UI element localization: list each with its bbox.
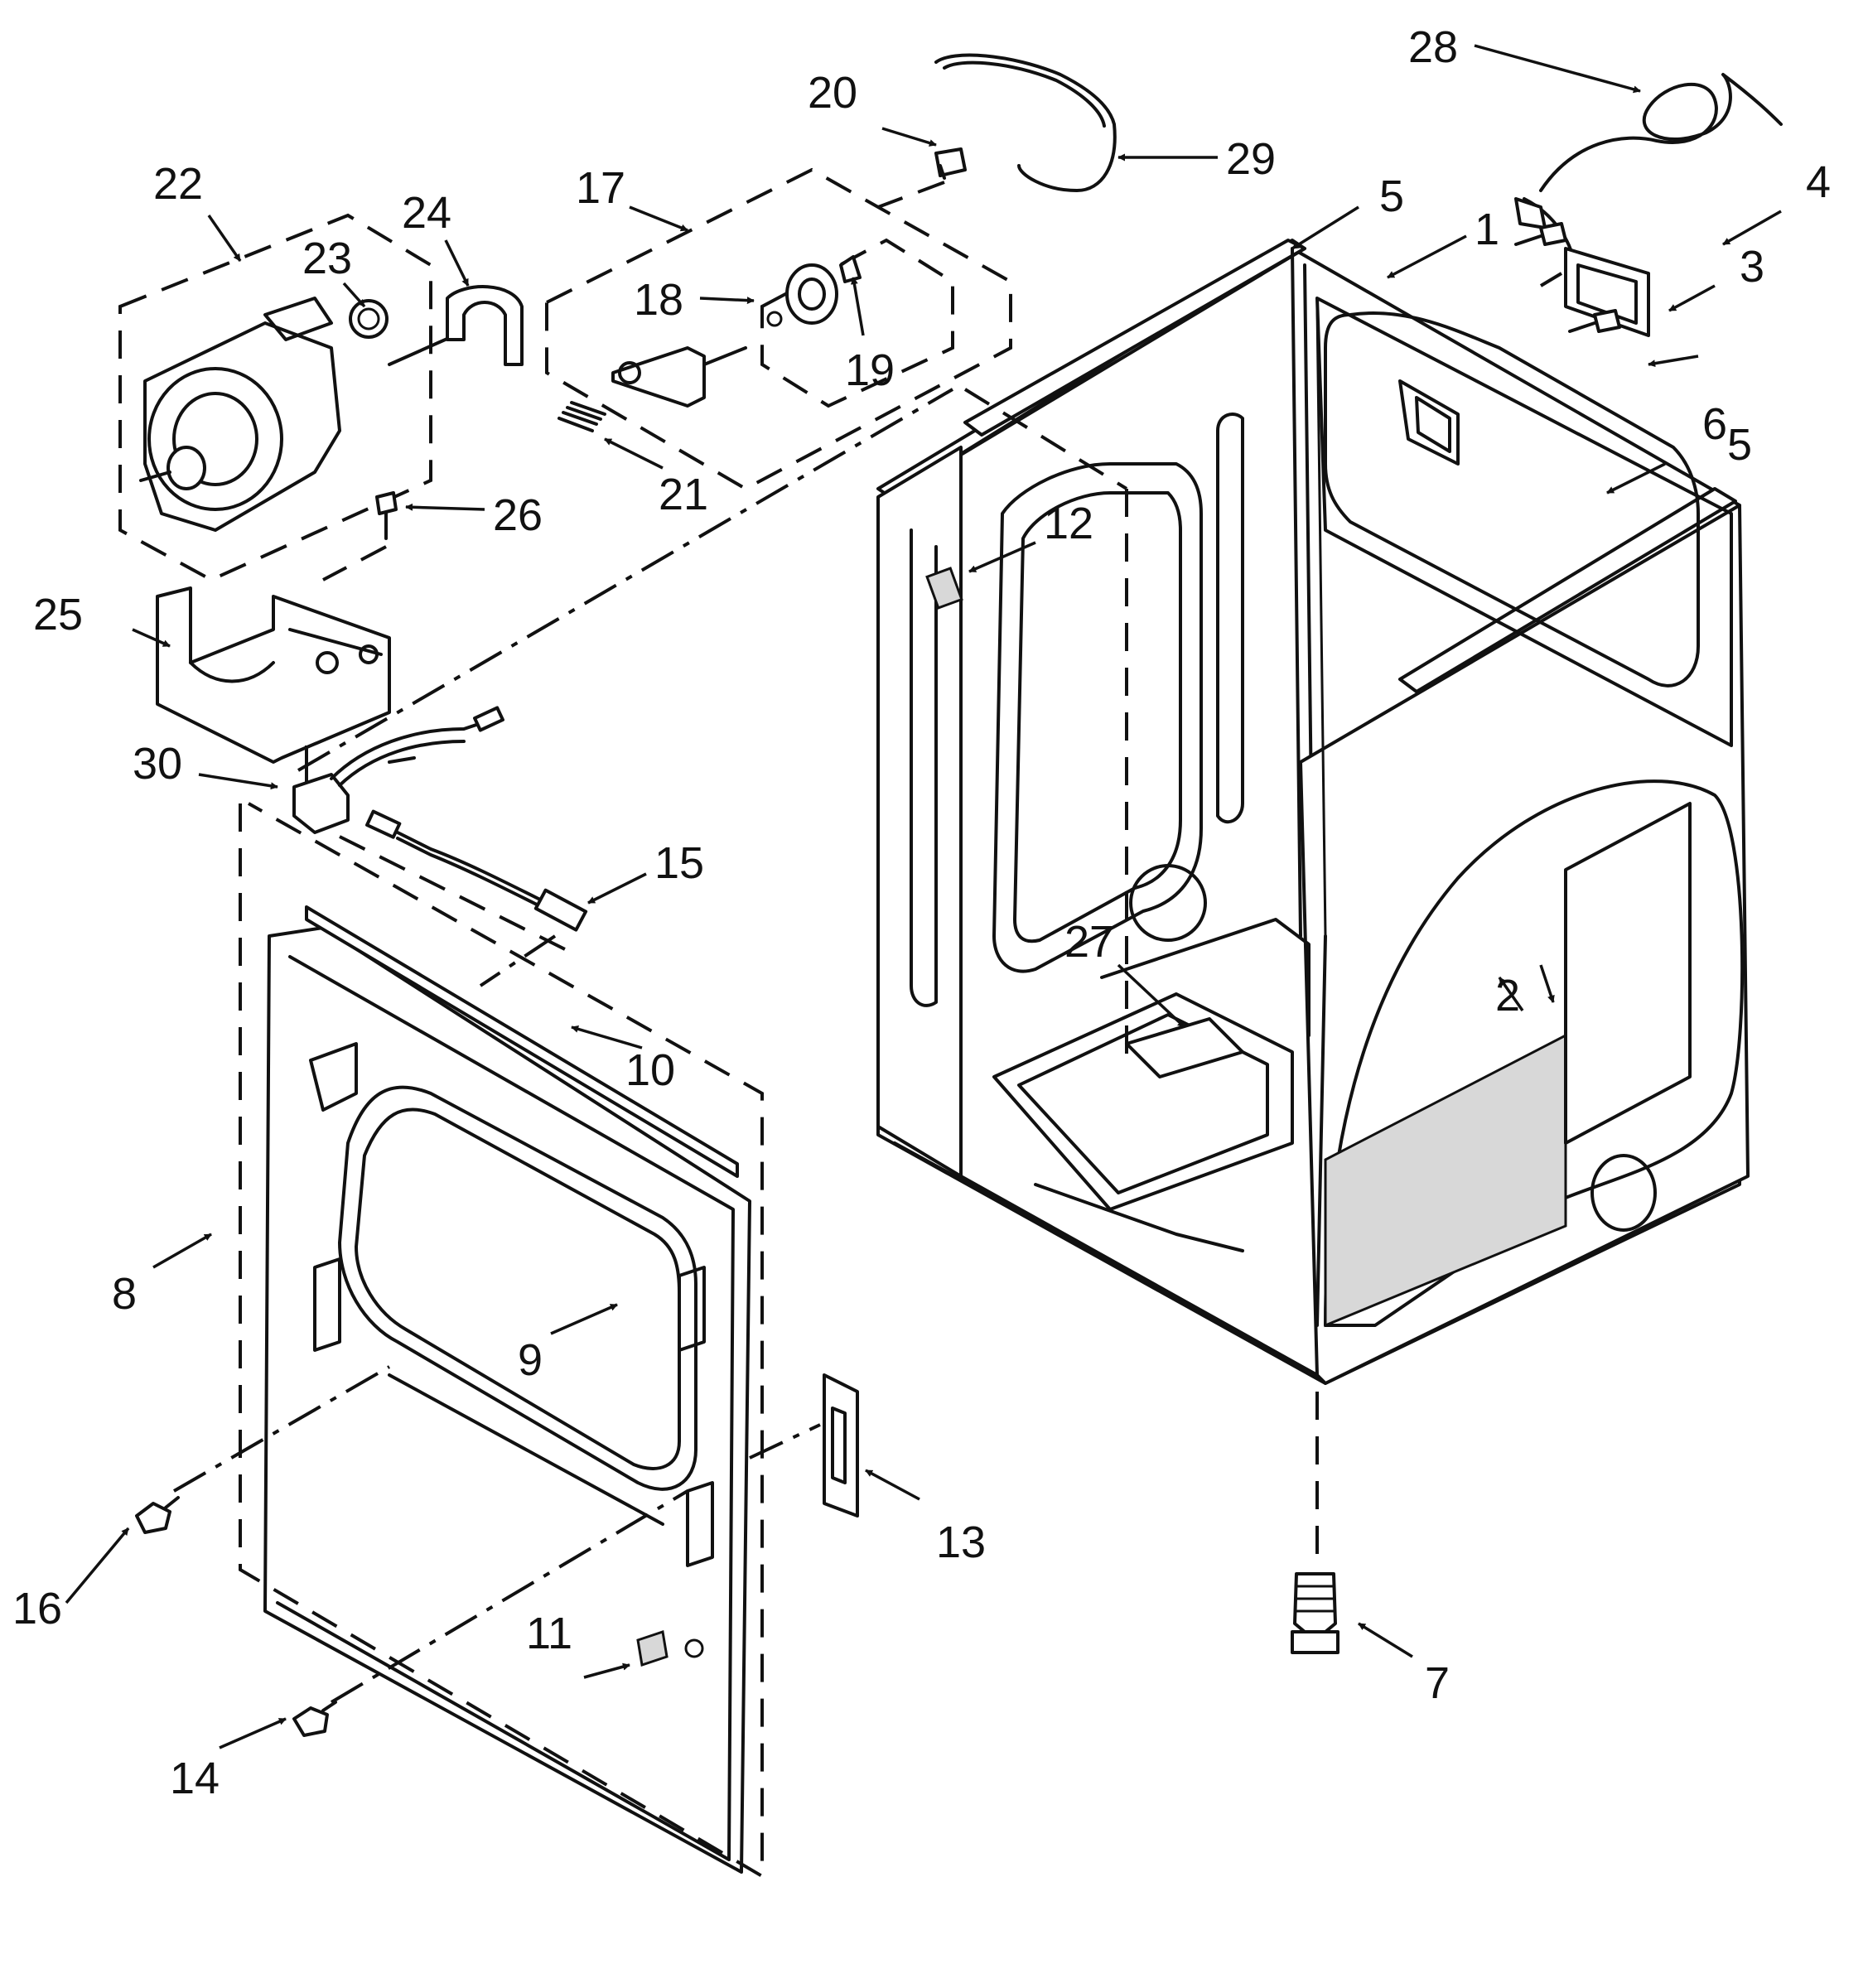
callout-25: 25 [33, 590, 83, 639]
screw-4 [1514, 222, 1567, 246]
callout-27: 27 [1064, 917, 1114, 967]
callout-22: 22 [153, 159, 203, 209]
drive-belt [934, 53, 1117, 192]
screw-16 [135, 1496, 180, 1534]
callout-16: 16 [12, 1584, 62, 1633]
motor-group [118, 213, 466, 582]
callout-7: 7 [1425, 1658, 1450, 1708]
motor-mount [156, 586, 391, 795]
callout-leaders [65, 44, 1782, 1749]
idler-group [545, 167, 1012, 491]
callout-labels: 1 2 3 4 5 5 6 7 8 9 10 11 12 13 14 15 16… [12, 22, 1831, 1803]
screw-6 [1568, 309, 1621, 333]
door-switch [749, 1373, 859, 1518]
motor-strap [446, 285, 524, 366]
screw-26 [322, 491, 398, 581]
callout-8: 8 [112, 1269, 137, 1319]
callout-28: 28 [1408, 22, 1458, 72]
front-panel [239, 802, 764, 1879]
callout-21: 21 [659, 470, 708, 519]
callout-30: 30 [133, 739, 182, 789]
callout-14: 14 [170, 1754, 220, 1803]
callout-29: 29 [1226, 134, 1276, 184]
wire-harness [292, 706, 588, 987]
callout-2: 2 [1495, 971, 1520, 1021]
callout-5-lower: 5 [1727, 420, 1752, 470]
screw-14 [292, 1701, 337, 1737]
callout-5-upper: 5 [1379, 171, 1404, 221]
callout-4: 4 [1806, 157, 1831, 207]
callout-19: 19 [845, 345, 895, 395]
terminal-cover [1539, 247, 1650, 337]
callout-26: 26 [493, 490, 543, 540]
screw-20 [877, 147, 967, 209]
callout-10: 10 [625, 1045, 675, 1095]
callout-15: 15 [654, 838, 704, 888]
callout-23: 23 [302, 234, 352, 283]
callout-1: 1 [1475, 205, 1499, 254]
callout-13: 13 [936, 1518, 986, 1567]
callout-6: 6 [1702, 399, 1727, 449]
callout-17: 17 [576, 163, 625, 213]
callout-11: 11 [526, 1609, 572, 1658]
idler-spring [558, 401, 606, 432]
cabinet [876, 239, 1750, 1557]
leveling-leg [1291, 1572, 1339, 1654]
callout-24: 24 [402, 188, 451, 238]
callout-3: 3 [1740, 242, 1764, 292]
callout-18: 18 [634, 275, 683, 325]
callout-20: 20 [808, 68, 857, 118]
callout-12: 12 [1044, 499, 1093, 548]
callout-9: 9 [518, 1335, 543, 1385]
assembly-lines [173, 388, 1128, 1704]
